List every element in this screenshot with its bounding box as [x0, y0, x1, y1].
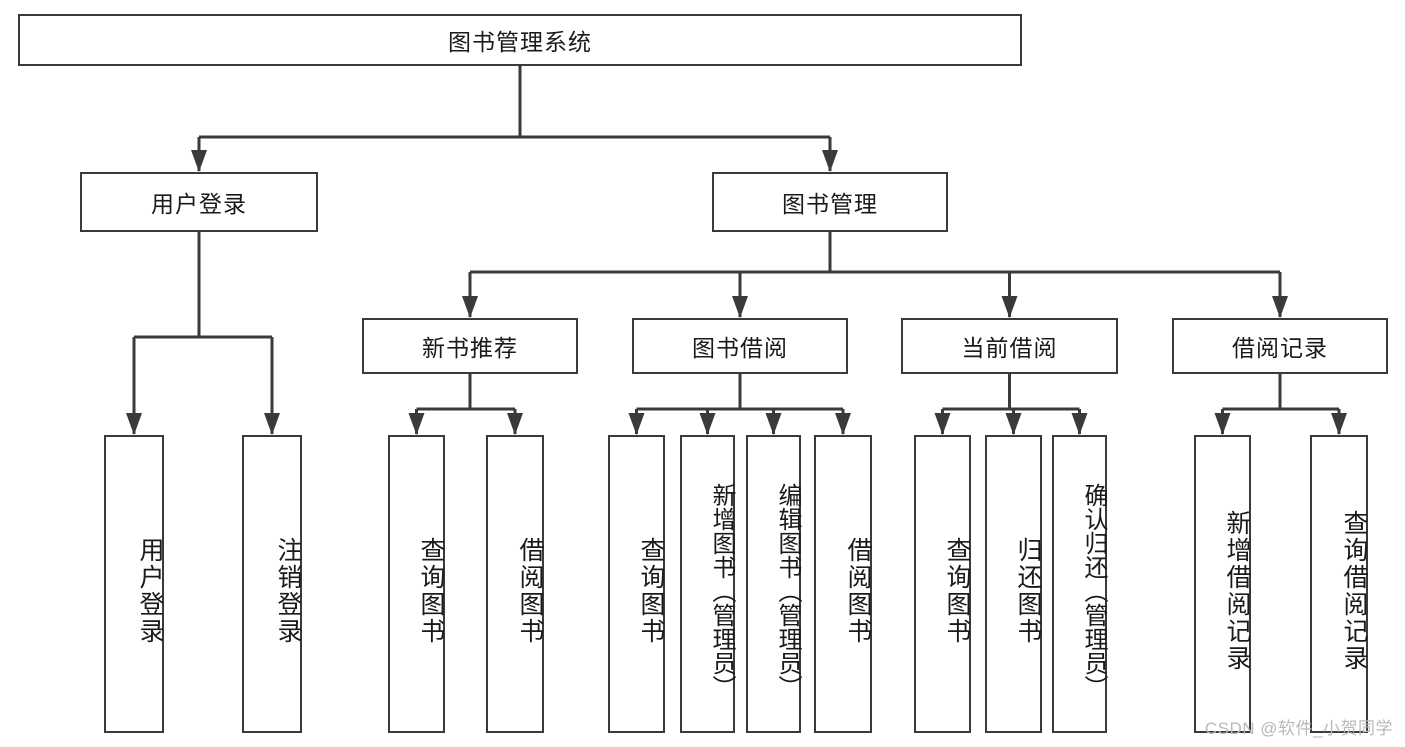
node-book-manage[interactable]: 图书管理 [712, 172, 948, 232]
node-new-book-rec[interactable]: 新书推荐 [362, 318, 578, 374]
node-user-login-label: 用户登录 [151, 191, 247, 217]
node-leaf-cb-return-label: 归还图书 [1014, 537, 1042, 645]
node-leaf-br-query[interactable]: 查询借阅记录 [1310, 435, 1368, 733]
node-leaf-bb-edit-label: 编辑图书（管理员） [774, 483, 801, 699]
node-leaf-bb-query[interactable]: 查询图书 [608, 435, 665, 733]
node-leaf-rec-query[interactable]: 查询图书 [388, 435, 445, 733]
node-leaf-user-logout-label: 注销登录 [274, 537, 302, 645]
node-leaf-user-login[interactable]: 用户登录 [104, 435, 164, 733]
node-borrow-record-label: 借阅记录 [1232, 335, 1328, 361]
node-root-label: 图书管理系统 [448, 29, 592, 55]
node-leaf-user-login-label: 用户登录 [136, 537, 164, 645]
node-leaf-cb-query-label: 查询图书 [943, 537, 971, 645]
node-leaf-cb-return[interactable]: 归还图书 [985, 435, 1042, 733]
node-root[interactable]: 图书管理系统 [18, 14, 1022, 66]
node-leaf-rec-query-label: 查询图书 [417, 537, 445, 645]
node-book-manage-label: 图书管理 [782, 191, 878, 217]
node-book-borrow[interactable]: 图书借阅 [632, 318, 848, 374]
node-leaf-user-logout[interactable]: 注销登录 [242, 435, 302, 733]
csdn-watermark: CSDN @软件_小贺同学 [1204, 719, 1393, 738]
node-leaf-bb-add-label: 新增图书（管理员） [708, 483, 735, 699]
node-new-book-rec-label: 新书推荐 [422, 335, 518, 361]
node-leaf-cb-query[interactable]: 查询图书 [914, 435, 971, 733]
node-leaf-rec-borrow-label: 借阅图书 [516, 537, 544, 645]
node-borrow-record[interactable]: 借阅记录 [1172, 318, 1388, 374]
node-current-borrow[interactable]: 当前借阅 [901, 318, 1118, 374]
node-user-login[interactable]: 用户登录 [80, 172, 318, 232]
node-leaf-bb-edit[interactable]: 编辑图书（管理员） [746, 435, 801, 733]
node-leaf-cb-confirm-label: 确认归还（管理员） [1080, 483, 1107, 699]
node-leaf-br-query-label: 查询借阅记录 [1340, 510, 1368, 672]
node-leaf-bb-query-label: 查询图书 [637, 537, 665, 645]
node-leaf-br-add[interactable]: 新增借阅记录 [1194, 435, 1251, 733]
node-leaf-bb-borrow[interactable]: 借阅图书 [814, 435, 872, 733]
node-leaf-bb-borrow-label: 借阅图书 [844, 537, 872, 645]
node-leaf-cb-confirm[interactable]: 确认归还（管理员） [1052, 435, 1107, 733]
node-leaf-bb-add[interactable]: 新增图书（管理员） [680, 435, 735, 733]
node-book-borrow-label: 图书借阅 [692, 335, 788, 361]
node-current-borrow-label: 当前借阅 [961, 335, 1058, 361]
node-leaf-br-add-label: 新增借阅记录 [1223, 510, 1251, 672]
node-leaf-rec-borrow[interactable]: 借阅图书 [486, 435, 544, 733]
